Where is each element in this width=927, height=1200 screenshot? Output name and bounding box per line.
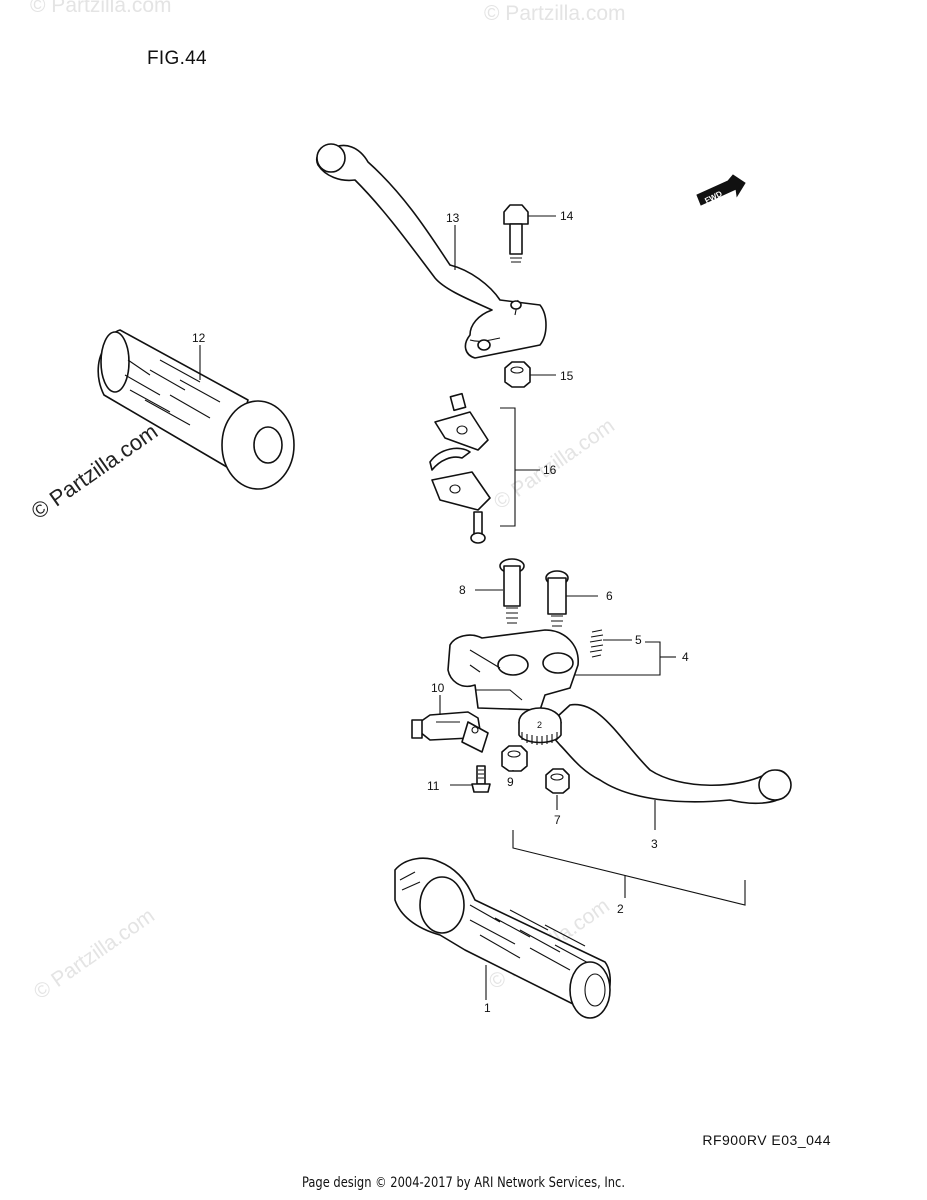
leader-lines [199, 215, 746, 1000]
callout-labels: 1 2 3 4 5 6 7 8 9 10 11 12 13 14 15 16 [192, 209, 689, 1015]
forward-direction-badge: FWD [696, 174, 746, 206]
part-6-bolt [545, 570, 569, 627]
part-5-spring [589, 629, 604, 658]
watermark-partzilla-left: © Partzilla.com [27, 419, 163, 525]
callout-11: 11 [427, 779, 440, 793]
part-7-nut [545, 768, 570, 794]
figure-label: FIG.44 [147, 48, 207, 69]
callout-8: 8 [459, 583, 466, 597]
callout-3: 3 [651, 837, 658, 851]
part-9-nut [501, 745, 528, 772]
part-8-pivot-bolt [499, 558, 525, 624]
callout-1: 1 [484, 1001, 491, 1015]
part-15-nut [504, 361, 531, 388]
part-12-left-grip [97, 329, 295, 490]
callout-14: 14 [560, 209, 574, 223]
watermark-lower-left: © Partzilla.com [30, 904, 159, 1004]
callout-10: 10 [431, 681, 445, 695]
callout-6: 6 [606, 589, 613, 603]
part-11-screw [471, 765, 491, 793]
diagram-code: RF900RV E03_044 [702, 1132, 831, 1148]
page-footer: Page design © 2004-2017 by ARI Network S… [301, 1175, 626, 1191]
callout-9: 9 [507, 775, 514, 789]
watermark-top-left: © Partzilla.com [30, 0, 172, 17]
part-14-bolt [503, 204, 529, 310]
part-4-lever-holder [447, 629, 579, 711]
callout-16: 16 [543, 463, 557, 477]
callout-4: 4 [682, 650, 689, 664]
callout-2: 2 [617, 902, 624, 916]
part-10-switch [411, 711, 489, 753]
callout-15: 15 [560, 369, 574, 383]
callout-12: 12 [192, 331, 206, 345]
callout-7: 7 [554, 813, 561, 827]
callout-13: 13 [446, 211, 460, 225]
watermark-top-center: © Partzilla.com [484, 2, 626, 25]
part-16-switch-assembly [429, 392, 491, 544]
callout-5: 5 [635, 633, 642, 647]
part-13-lever-upper [315, 143, 547, 359]
part-3-lever-lower: 2 [518, 703, 792, 805]
part-1-throttle-grip [394, 857, 611, 1019]
dial-digit: 2 [537, 720, 542, 730]
